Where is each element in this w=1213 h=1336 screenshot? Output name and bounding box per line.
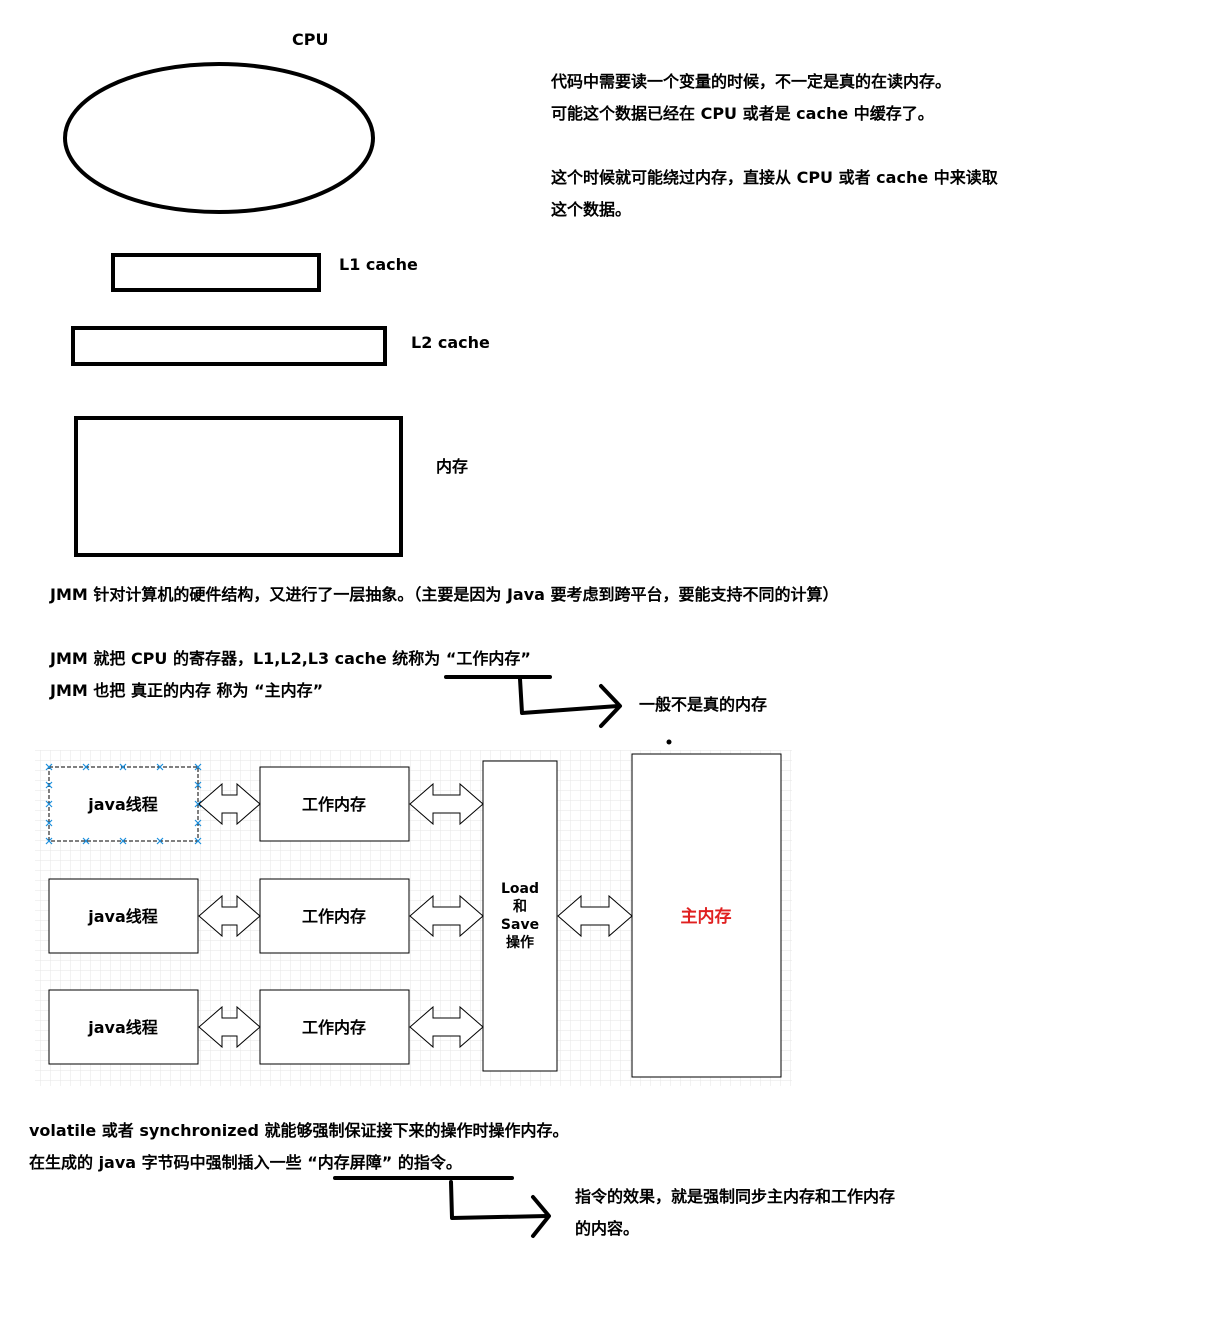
cpu-label: CPU [292,30,329,49]
selection-handles [45,763,202,845]
volatile-line2: 在生成的 java 字节码中强制插入一些 “内存屏障” 的指令。 [29,1153,462,1172]
working-memory-arrow [444,675,622,728]
cache-note-line2: 可能这个数据已经在 CPU 或者是 cache 中缓存了。 [551,104,934,123]
and-label: 和 [513,899,527,915]
double-arrow-wm-loadsave-3 [409,1005,484,1049]
operation-label: 操作 [506,934,534,951]
memory-barrier-arrow [333,1176,551,1238]
double-arrow-thread-wm-3 [198,1005,261,1049]
cache-note-line1: 代码中需要读一个变量的时候，不一定是真的在读内存。 [551,72,952,91]
cache-note-line4: 这个数据。 [551,200,632,219]
main-memory-box[interactable] [631,753,782,1078]
working-memory-label-1: 工作内存 [302,795,366,814]
main-memory-label: 主内存 [681,906,732,927]
jmm-line1: JMM 针对计算机的硬件结构，又进行了一层抽象。（主要是因为 Java 要考虑到… [50,585,839,604]
cache-note-line3: 这个时候就可能绕过内存，直接从 CPU 或者 cache 中来读取 [551,168,998,187]
dot-marker [666,739,672,745]
load-label: Load [501,881,539,897]
double-arrow-thread-wm-1 [198,782,261,826]
jmm-line2: JMM 就把 CPU 的寄存器，L1,L2,L3 cache 统称为 “工作内存… [50,649,531,668]
l2-cache-box [71,326,387,366]
jmm-arrow-note: 一般不是真的内存 [639,695,768,714]
save-label: Save [501,917,539,933]
thread-box-2[interactable] [48,878,199,954]
l1-cache-label: L1 cache [339,255,418,274]
thread-label-1: java线程 [87,795,158,814]
double-arrow-thread-wm-2 [198,894,261,938]
thread-label-3: java线程 [87,1018,158,1037]
working-memory-label-3: 工作内存 [302,1018,366,1037]
thread-box-3[interactable] [48,989,199,1065]
volatile-note-line2: 的内容。 [575,1219,640,1238]
working-memory-box-3[interactable] [259,989,410,1065]
double-arrow-wm-loadsave-1 [409,782,484,826]
working-memory-box-1[interactable] [259,766,410,842]
load-save-box[interactable] [482,760,558,1072]
volatile-line1: volatile 或者 synchronized 就能够强制保证接下来的操作时操… [29,1121,569,1140]
double-arrow-wm-loadsave-2 [409,894,484,938]
thread-label-2: java线程 [87,907,158,926]
memory-box [74,416,403,557]
working-memory-label-2: 工作内存 [302,907,366,926]
l1-cache-box [111,253,321,292]
jmm-line3: JMM 也把 真正的内存 称为 “主内存” [50,681,324,700]
l2-cache-label: L2 cache [411,333,490,352]
working-memory-box-2[interactable] [259,878,410,954]
volatile-note-line1: 指令的效果，就是强制同步主内存和工作内存 [575,1187,896,1206]
double-arrow-loadsave-main [557,894,633,938]
thread-box-1[interactable] [48,766,199,842]
memory-label: 内存 [436,457,469,476]
